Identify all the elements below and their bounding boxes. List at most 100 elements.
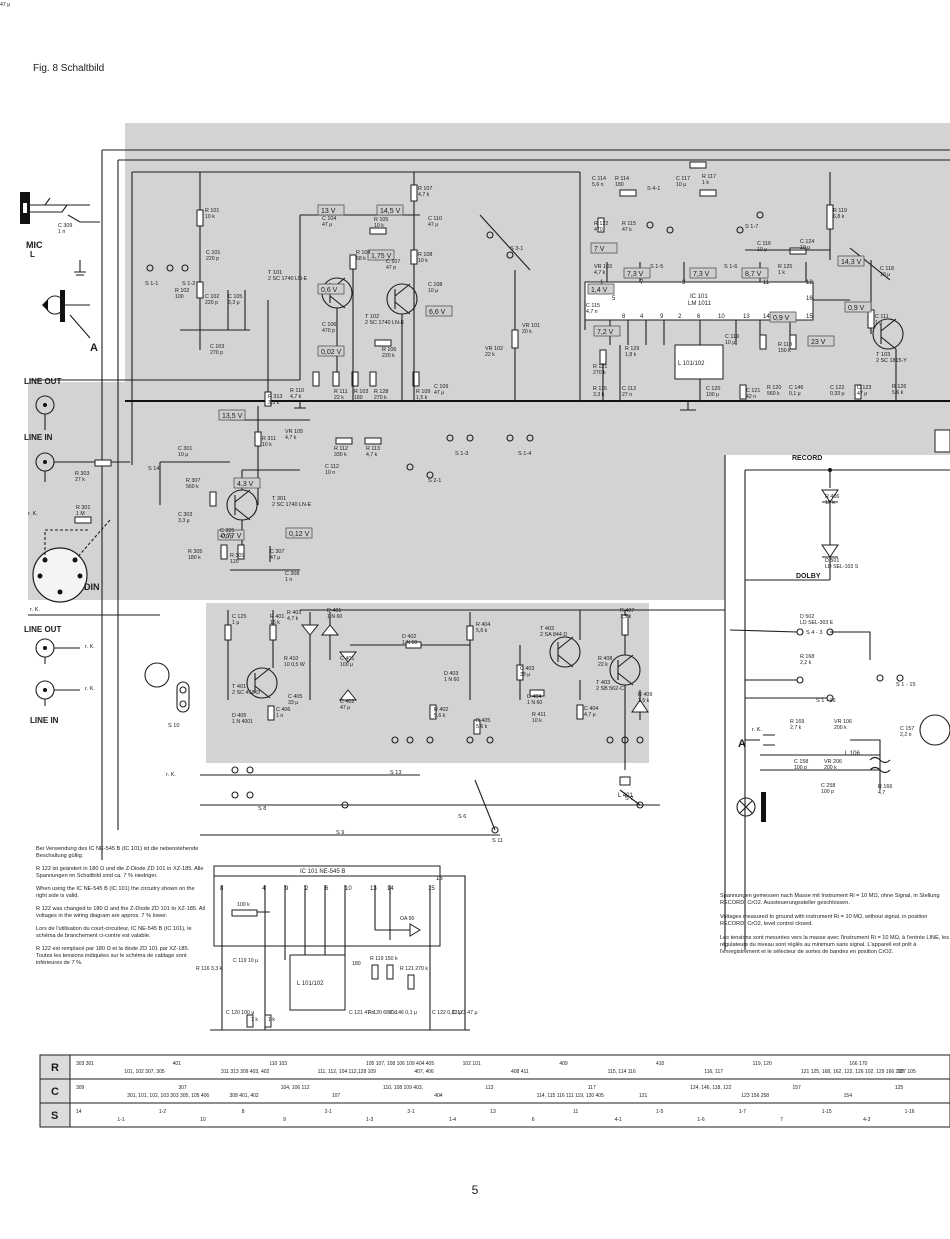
component-ref: C 108 [428,282,442,288]
component-ref: R 313 [268,394,282,400]
legend-cell: 102 101 [463,1061,481,1067]
component-value: 120 [230,559,239,565]
component-ref: R 121 [593,364,607,370]
voltage-value: 14,3 V [841,259,862,266]
component-value: 4,7 [878,790,885,796]
component-ref: R 110 [290,388,304,394]
transistor-ref: T 401 [232,684,246,690]
rk-label-3: r. K. [85,644,95,650]
voltage-tag-box [317,283,345,295]
component-ref: C 309 [58,223,72,229]
legend-cell: 1-1 [117,1117,124,1123]
output-phones [736,792,766,822]
component-ref: R 120 [767,385,781,391]
ic101-type: LM 1011 [688,301,712,307]
voltage-tag: 0,12 V [285,527,313,539]
legend-cell: 410 [656,1061,665,1067]
component-ref: R 104 [356,250,370,256]
ic-pin-number: 16 [806,296,813,302]
component-value: 1 M [76,511,85,517]
component-value: 1 k [778,270,785,276]
transistor-type: 2 SC 1815-Y [876,358,907,364]
ic-alt-part: C 122 0,33 μ [432,1010,462,1016]
voltage-value: 8,7 V [745,271,762,278]
ic-pin-number: 1 [600,280,604,286]
mic-l-label: L [30,250,35,259]
component-value: 0,33 μ [830,391,845,397]
component-value: 22 k [334,395,344,401]
switch-label: S 8 [258,806,266,812]
component-value: 27 k [75,477,85,483]
component-ref: R 409 [638,692,652,698]
component-value: 4,7 μ [584,712,596,718]
component-ref: C 102 [205,294,219,300]
line-out-2: LINE OUT [24,625,62,634]
note-de2: R 122 ist geändert in 180 Ω und die Z-Di… [36,866,204,879]
component-value: 10 μ [800,245,810,251]
din-label: DIN [84,582,100,592]
note-fr2: R 122 est remplacé par 180 Ω et la diode… [36,946,190,966]
legend-cell: 303 301 [76,1061,94,1067]
component-value: 3,3 k [268,400,280,406]
component-ref: C 146 [789,385,803,391]
component-value: 470 p [322,328,335,334]
voltage-value: 14,5 V [380,208,401,215]
component-ref: R 119 [833,208,847,214]
component-ref: C 404 [584,706,598,712]
component-ref: R 105 [374,217,388,223]
ic101-name: IC 101 [690,294,708,300]
component-value: 560 k [767,391,780,397]
component-value: 5,6 k [476,724,488,730]
component-ref: R 112 [334,446,348,452]
component-ref: R 407 [620,608,634,614]
legend-cell: 1-3 [366,1117,373,1123]
rca-sockets [35,395,130,706]
legend-cell: 7 [780,1117,783,1123]
ic-pin-number: 9 [660,314,664,320]
component-ref: C 305 [220,528,234,534]
component-value: 10 μ [880,272,890,278]
switch-label: S 11 [492,838,503,844]
legend-cell: 157 [792,1085,801,1091]
ground-symbols [74,260,696,411]
voltage-value: 6,6 V [429,309,446,316]
component-value: 20 k [522,329,532,335]
voltage-tag: 7,2 V [593,325,621,337]
component-ref: D 502 [800,614,814,620]
component-value: 4,7 k [287,616,299,622]
ic-alt-part: C 119 10 μ [233,958,258,964]
inductor-l106: L 106 [845,751,860,757]
component-ref: R 111 [334,389,348,395]
legend-cell: 166 170 [849,1061,867,1067]
legend-cell: 4-1 [615,1117,622,1123]
ic-alt-part: OA 90 [400,916,415,922]
transistor-ref: T 103 [876,352,890,358]
component-value: 47 μ [340,705,350,711]
component-ref: R 411 [532,712,546,718]
ic-alt-pin-number: 4 [262,886,266,892]
component-value: 4,7 k [290,394,302,400]
voltage-tag-box [317,204,345,216]
switch-label: S 1-1 [145,281,158,287]
legend-row-label: C [51,1086,59,1098]
ic-alt-part: R 119 150 k [370,956,398,962]
component-ref: R 408 [598,656,612,662]
voltage-tag: 7 V [590,242,618,254]
ic-pin-number: 10 [718,314,725,320]
legend-cell: 11 [573,1109,578,1115]
right-side-parts [826,172,950,453]
ic-pin-number: 11 [763,280,770,286]
component-ref: R 403 [287,610,301,616]
legend-cell: 3-1 [407,1109,414,1115]
line-in-1: LINE IN [24,433,53,442]
legend-cell: 4-3 [863,1117,870,1123]
component-value: 47 μ [270,555,280,561]
component-ref: R 168 [800,654,814,660]
legend-cell: 127 105 [898,1069,916,1075]
component-ref: R 109 [416,389,430,395]
din-socket [32,519,111,603]
legend-cell: 121 [639,1093,648,1099]
voltage-tag: 0,9 V [844,301,872,313]
